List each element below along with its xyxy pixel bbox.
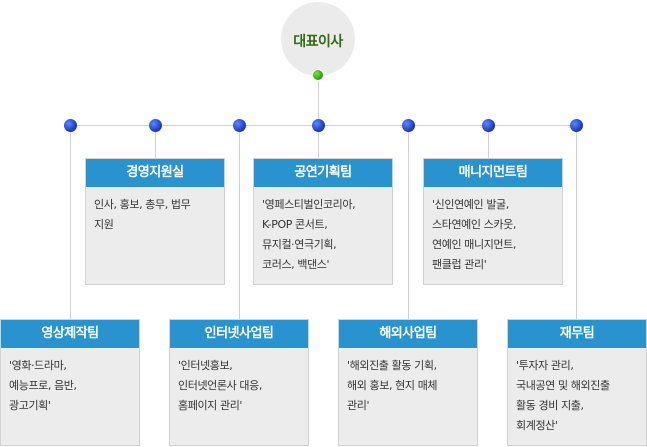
- dept-title: 영상제작팀: [1, 320, 139, 348]
- junction-dot-management: [482, 119, 495, 132]
- junction-dot-management-support: [149, 119, 162, 132]
- junction-dot-video: [64, 119, 77, 132]
- dept-description: 인사, 홍보, 총무, 법무 지원: [94, 198, 191, 231]
- junction-dot-finance: [570, 119, 583, 132]
- dept-box-management: 매니지먼트팀 '신인연예인 발굴, 스타연예인 스카웃, 연예인 매니지먼트, …: [423, 158, 563, 285]
- dept-box-overseas: 해외사업팀 '해외진출 활동 기획, 해외 홍보, 현지 매체 관리': [338, 319, 478, 446]
- dept-description: '투자자 관리, 국내공연 및 해외진출 활동 경비 지출, 회계정산': [516, 359, 610, 432]
- branch-line-video: [70, 126, 71, 319]
- ceo-connector: [318, 78, 319, 126]
- dept-title: 해외사업팀: [339, 320, 477, 348]
- dept-title: 재무팀: [508, 320, 646, 348]
- dept-description: '영페스티벌인코리아, K-POP 콘서트, 뮤지컬·연극기획, 코러스, 백댄…: [262, 198, 356, 271]
- dept-box-internet: 인터넷사업팀 '인터넷홍보, 인터넷언론사 대응, 홈페이지 관리': [169, 319, 309, 446]
- branch-line-performance: [318, 126, 319, 158]
- dept-description: '해외진출 활동 기획, 해외 홍보, 현지 매체 관리': [347, 359, 438, 412]
- dept-description: '인터넷홍보, 인터넷언론사 대응, 홈페이지 관리': [178, 359, 262, 412]
- ceo-label: 대표이사: [293, 34, 343, 50]
- dept-box-performance: 공연기획팀 '영페스티벌인코리아, K-POP 콘서트, 뮤지컬·연극기획, 코…: [253, 158, 393, 285]
- dept-description: '신인연예인 발굴, 스타연예인 스카웃, 연예인 매니지먼트, 팬클럽 관리': [432, 198, 516, 271]
- ceo-node: [281, 2, 355, 76]
- dept-title: 공연기획팀: [254, 159, 392, 187]
- dept-title: 매니지먼트팀: [424, 159, 562, 187]
- dept-description: '영화·드라마, 예능프로, 음반, 광고기획': [9, 359, 77, 412]
- branch-line-management-support: [155, 126, 156, 158]
- branch-line-finance: [576, 126, 577, 319]
- junction-dot-internet: [233, 119, 246, 132]
- dept-title: 경영지원실: [86, 159, 224, 187]
- junction-dot-overseas: [402, 119, 415, 132]
- branch-line-internet: [239, 126, 240, 319]
- branch-line-overseas: [408, 126, 409, 319]
- ceo-connector-dot: [312, 69, 324, 81]
- branch-line-management: [488, 126, 489, 158]
- dept-box-video: 영상제작팀 '영화·드라마, 예능프로, 음반, 광고기획': [0, 319, 140, 446]
- dept-title: 인터넷사업팀: [170, 320, 308, 348]
- dept-box-management-support: 경영지원실 인사, 홍보, 총무, 법무 지원: [85, 158, 225, 285]
- dept-box-finance: 재무팀 '투자자 관리, 국내공연 및 해외진출 활동 경비 지출, 회계정산': [507, 319, 647, 446]
- junction-dot-performance: [312, 119, 325, 132]
